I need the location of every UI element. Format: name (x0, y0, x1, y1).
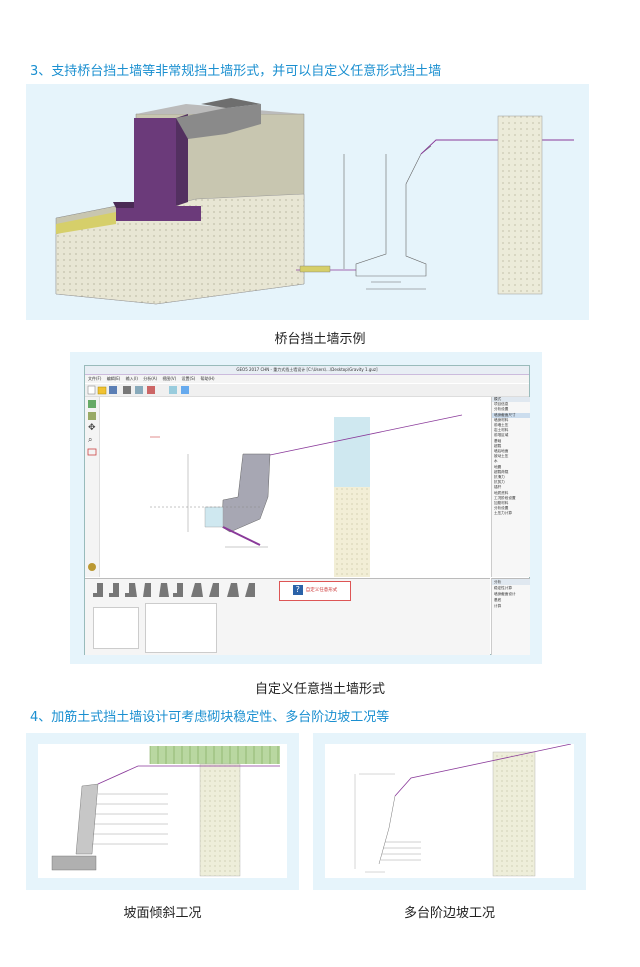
menu-bar: 文件(F) 编辑(E) 输入(I) 分析(A) 视图(V) 设置(S) 帮助(H… (85, 375, 529, 383)
copy-icon[interactable] (135, 386, 143, 394)
mode-item[interactable]: 前墙土压 (494, 423, 509, 428)
layer-tool-icon[interactable] (88, 412, 96, 420)
menu-settings[interactable]: 设置(S) (181, 376, 196, 381)
custom-shape-button[interactable]: ?自定义任意形式 (279, 581, 351, 601)
window-title: GEO5 2017 CHN - 重力式挡土墙设计 [C:\Users\...\D… (85, 366, 529, 375)
analysis-panel-header: 分析 (492, 579, 530, 585)
mode-panel-header: 模式 (492, 397, 530, 403)
wall-template-7[interactable] (191, 583, 203, 597)
left-toolstrip: ✥ ⌕ (85, 397, 100, 577)
wall-template-8[interactable] (209, 583, 219, 597)
mode-item[interactable]: 加筋材料 (494, 501, 509, 506)
menu-analysis[interactable]: 分析(A) (143, 376, 158, 381)
save-icon[interactable] (109, 386, 117, 394)
view-icon[interactable] (181, 386, 189, 394)
wall-preview (93, 607, 139, 649)
mode-item[interactable]: 被动土压 (494, 454, 509, 459)
select-tool-icon[interactable] (88, 400, 96, 408)
figure-multistep-panel (313, 733, 586, 890)
wall-template-4[interactable] (143, 583, 151, 597)
figure-3-caption: 坡面倾斜工况 (123, 906, 202, 921)
mode-item[interactable]: 工况阶段设置 (494, 495, 516, 500)
mode-item[interactable]: 岩土材料 (494, 428, 509, 433)
mode-item[interactable]: 锚杆 (494, 485, 502, 490)
settings-gear-icon[interactable] (88, 563, 96, 571)
mode-item[interactable]: 土压力计算 (494, 511, 512, 516)
mode-item[interactable]: 抗滑力 (494, 475, 505, 480)
analysis-item[interactable]: 基底 (494, 598, 502, 602)
multistep-drawing (325, 744, 574, 878)
mode-item[interactable]: 前堆区域 (494, 433, 509, 438)
wall-shape-templates (93, 583, 255, 597)
print-icon[interactable] (123, 386, 131, 394)
mode-panel: 模式 项目信息 分析设置 墙身截面尺寸 墙身材料 前墙土压 岩土材料 前堆区域 … (491, 397, 530, 577)
svg-text:⌕: ⌕ (88, 435, 92, 444)
wall-template-3[interactable] (125, 583, 137, 597)
software-window: GEO5 2017 CHN - 重力式挡土墙设计 [C:\Users\...\D… (84, 365, 530, 655)
slope-drawing (38, 744, 287, 878)
abutment-wall-illustration (55, 98, 574, 305)
analysis-item[interactable]: 稳定性计算 (494, 586, 512, 590)
undo-icon[interactable] (147, 386, 155, 394)
mode-item[interactable]: 超载 (494, 443, 502, 448)
wall-template-10[interactable] (245, 583, 255, 597)
wall-template-2[interactable] (109, 583, 119, 597)
figure-abutment-panel (26, 84, 589, 320)
mode-item[interactable]: 分析设置 (494, 407, 509, 412)
wall-template-1[interactable] (93, 583, 103, 597)
section-3-heading: 3、支持桥台挡土墙等非常规挡土墙形式，并可以自定义任意形式挡土墙 (30, 64, 442, 79)
figure-slope-panel (26, 733, 299, 890)
coordinates-table[interactable] (145, 603, 217, 653)
mode-item[interactable]: 地震 (494, 464, 502, 469)
mode-item[interactable]: 超载荷载 (494, 469, 509, 474)
analysis-item[interactable]: 墙身截面设计 (494, 592, 516, 596)
toolbar (85, 384, 529, 397)
input-frame: ?自定义任意形式 (85, 578, 490, 655)
mode-item-selected[interactable]: 墙身截面尺寸 (492, 412, 530, 418)
figure-1-caption: 桥台挡土墙示例 (274, 332, 366, 347)
mode-item[interactable]: 墙后地面 (494, 449, 509, 454)
mode-item[interactable]: 项目信息 (494, 402, 509, 407)
mode-item[interactable]: 分析设置 (494, 506, 509, 511)
drawing-canvas[interactable] (100, 397, 490, 577)
custom-shape-button-label: 自定义任意形式 (305, 588, 338, 593)
svg-text:✥: ✥ (88, 423, 96, 433)
frame-tool-icon[interactable] (87, 448, 97, 456)
menu-edit[interactable]: 编辑(E) (106, 376, 121, 381)
mode-item[interactable]: 水 (494, 459, 498, 464)
mode-item[interactable]: 地质资料 (494, 490, 509, 495)
mode-item[interactable]: 墙身材料 (494, 417, 509, 422)
analysis-panel: 分析 稳定性计算 墙身截面设计 基底 计算 (491, 578, 530, 655)
section-4-heading: 4、加筋土式挡土墙设计可考虑砌块稳定性、多台阶边坡工况等 (30, 710, 390, 725)
menu-file[interactable]: 文件(F) (88, 376, 102, 381)
wall-template-9[interactable] (227, 583, 239, 597)
menu-help[interactable]: 帮助(H) (200, 376, 215, 381)
custom-wall-drawing (150, 414, 463, 577)
analysis-item[interactable]: 计算 (494, 604, 502, 608)
open-icon[interactable] (97, 386, 107, 395)
mode-item[interactable]: 抗剪力 (494, 480, 505, 485)
new-icon[interactable] (87, 385, 96, 395)
menu-view[interactable]: 视图(V) (162, 376, 177, 381)
figure-software-panel: GEO5 2017 CHN - 重力式挡土墙设计 [C:\Users\...\D… (70, 352, 542, 664)
mode-item[interactable]: 基础 (494, 438, 502, 443)
figure-2-caption: 自定义任意挡土墙形式 (254, 682, 385, 697)
wall-template-5[interactable] (159, 583, 169, 597)
wall-template-6[interactable] (173, 583, 183, 597)
help-question-icon: ? (292, 584, 303, 595)
menu-input[interactable]: 输入(I) (125, 376, 138, 381)
zoom-icon[interactable] (169, 386, 177, 394)
figure-4-caption: 多台阶边坡工况 (403, 906, 495, 921)
